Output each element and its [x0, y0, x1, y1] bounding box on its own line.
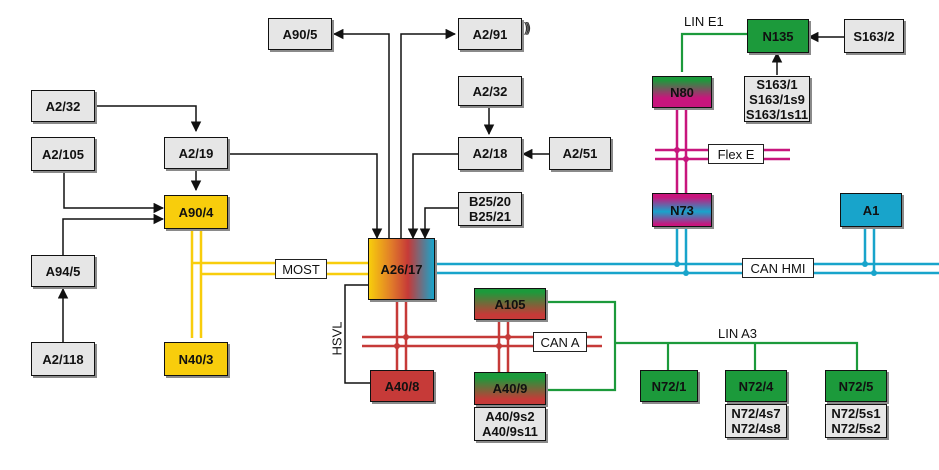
gateway-a26-17[interactable]: A26/17: [368, 238, 435, 300]
component-a2-32-secondary[interactable]: A2/32: [458, 76, 522, 106]
component-n72-1[interactable]: N72/1: [640, 370, 698, 402]
component-n80[interactable]: N80: [652, 76, 712, 108]
component-a2-118[interactable]: A2/118: [31, 342, 95, 376]
bus-label-can-hmi: CAN HMI: [742, 258, 814, 278]
flex-e-junctions: [674, 147, 689, 162]
n72-5s1-label: N72/5s1: [831, 406, 881, 421]
component-a40-9[interactable]: A40/9: [474, 372, 546, 405]
bus-label-flex-e: Flex E: [708, 144, 764, 164]
component-n72-4[interactable]: N72/4: [725, 370, 787, 402]
n72-4s8-label: N72/4s8: [731, 421, 781, 436]
signal-wires: [57, 28, 844, 384]
bus-label-lin-e1: LIN E1: [684, 14, 724, 29]
component-a2-105[interactable]: A2/105: [31, 137, 95, 171]
component-n135[interactable]: N135: [747, 19, 809, 53]
radio-waves-icon: ))): [523, 21, 532, 37]
component-n40-3[interactable]: N40/3: [164, 342, 228, 376]
lin-buses: [546, 32, 859, 392]
component-a2-32[interactable]: A2/32: [31, 90, 95, 122]
component-a90-5[interactable]: A90/5: [268, 18, 332, 50]
component-a2-51[interactable]: A2/51: [549, 137, 611, 170]
component-n72-5-switches[interactable]: N72/5s1 N72/5s2: [825, 404, 887, 438]
can-a-junctions: [394, 334, 511, 349]
component-s163-switches[interactable]: S163/1 S163/1s9 S163/1s11: [744, 76, 810, 122]
component-a94-5[interactable]: A94/5: [31, 255, 95, 287]
component-a1[interactable]: A1: [840, 193, 902, 227]
b25-21-label: B25/21: [469, 209, 511, 224]
a40-9s2-label: A40/9s2: [485, 409, 535, 424]
component-n72-5[interactable]: N72/5: [825, 370, 887, 402]
b25-20-label: B25/20: [469, 194, 511, 209]
component-a40-8[interactable]: A40/8: [370, 370, 434, 402]
s163-1s9-label: S163/1s9: [749, 91, 805, 107]
n72-5s2-label: N72/5s2: [831, 421, 881, 436]
component-a2-18[interactable]: A2/18: [458, 137, 522, 170]
bus-label-hsvl: HSVL: [329, 321, 345, 356]
component-a2-91[interactable]: A2/91: [458, 18, 522, 50]
can-hmi-junctions: [674, 261, 877, 276]
bus-label-can-a: CAN A: [533, 332, 587, 352]
component-b25-sensors[interactable]: B25/20 B25/21: [458, 192, 522, 226]
component-a2-19[interactable]: A2/19: [164, 137, 228, 169]
component-n72-4-switches[interactable]: N72/4s7 N72/4s8: [725, 404, 787, 438]
n72-4s7-label: N72/4s7: [731, 406, 781, 421]
component-a40-9-switches[interactable]: A40/9s2 A40/9s11: [474, 407, 546, 441]
bus-label-lin-a3: LIN A3: [718, 326, 758, 341]
component-a105[interactable]: A105: [474, 288, 546, 320]
a40-9s11-label: A40/9s11: [482, 424, 538, 439]
bus-label-most: MOST: [275, 259, 327, 279]
component-n73[interactable]: N73: [652, 193, 712, 227]
component-s163-2[interactable]: S163/2: [844, 19, 904, 53]
component-a90-4[interactable]: A90/4: [164, 195, 228, 229]
s163-1s11-label: S163/1s11: [745, 106, 809, 122]
s163-1-label: S163/1: [756, 76, 798, 92]
